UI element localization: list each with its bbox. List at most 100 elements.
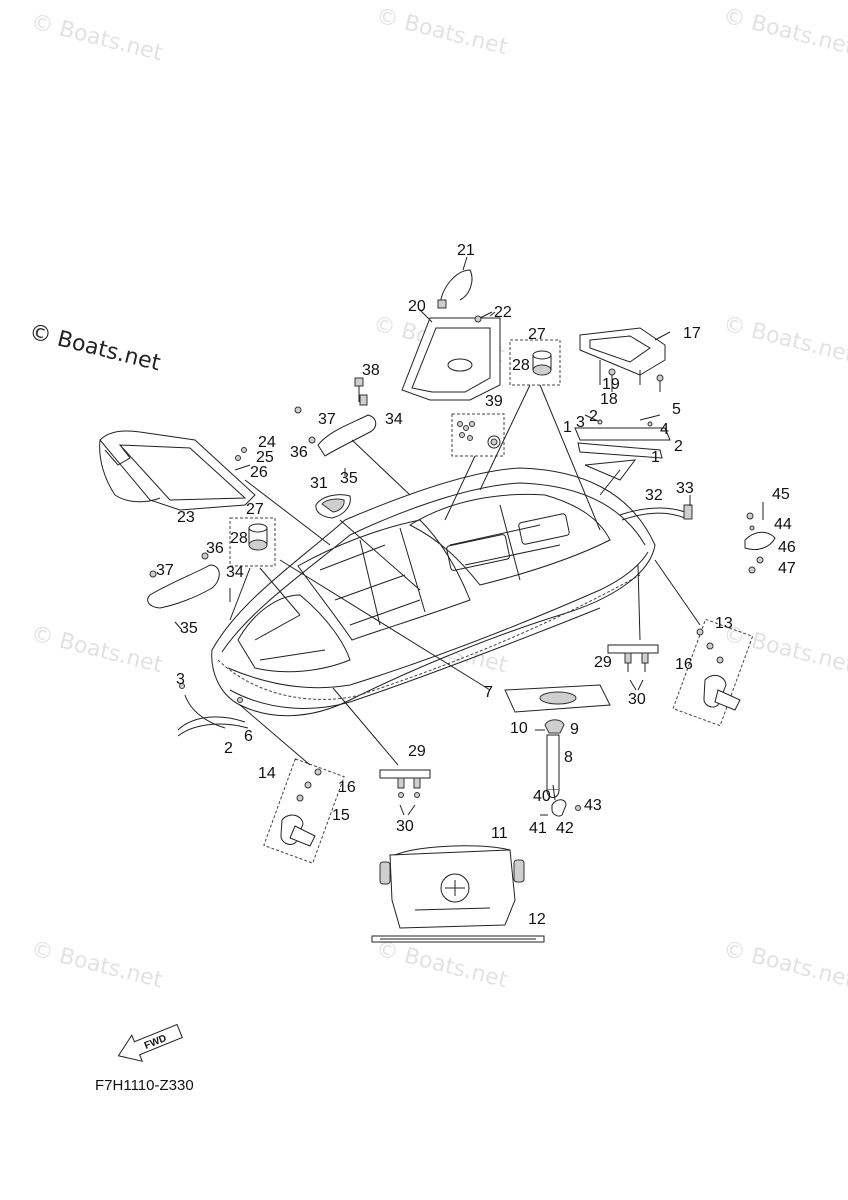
- callout-21: 21: [457, 242, 475, 259]
- part-23-bow-lid: [99, 430, 256, 511]
- callout-46: 46: [778, 539, 796, 556]
- callout-47: 47: [778, 560, 796, 577]
- part-32-hose: [619, 495, 693, 521]
- callout-34: 34: [385, 411, 403, 428]
- callout-1-top: 1: [563, 419, 572, 436]
- callout-31: 31: [310, 475, 328, 492]
- callout-36-left: 36: [206, 540, 224, 557]
- callout-8: 8: [564, 749, 573, 766]
- callout-labels: 21 20 22 27 28 17 19 18 38 37 34 36 35 3…: [156, 242, 796, 928]
- watermark: © Boats.net: [29, 10, 166, 67]
- callout-26: 26: [250, 464, 268, 481]
- callout-24: 24: [258, 434, 276, 451]
- callout-11: 11: [491, 825, 508, 842]
- part-27-cupholder-left: [229, 517, 276, 567]
- part-2-rail-left: [177, 683, 249, 737]
- watermark: © Boats.net: [374, 4, 511, 61]
- part-17-bracket: [579, 327, 666, 392]
- part-11-cooler: [379, 845, 525, 929]
- part-31-mirror: [315, 494, 351, 519]
- callout-39: 39: [485, 393, 503, 410]
- boat-hull: [211, 467, 656, 717]
- callout-35: 35: [340, 470, 358, 487]
- callout-2: 2: [589, 408, 598, 425]
- callout-30-center: 30: [396, 818, 414, 835]
- callout-29-center: 29: [408, 743, 426, 760]
- part-20-storage-lid: [401, 317, 501, 401]
- callout-32: 32: [645, 487, 663, 504]
- callout-22: 22: [494, 304, 512, 321]
- callout-37-left: 37: [156, 562, 174, 579]
- callout-13: 13: [715, 615, 733, 632]
- callout-28: 28: [512, 357, 530, 374]
- part-44-47-fasteners: [744, 502, 776, 574]
- callout-42: 42: [556, 820, 574, 837]
- watermark: © Boats.net: [721, 4, 848, 61]
- diagram-code: F7H1110-Z330: [95, 1077, 194, 1094]
- part-21-harness: [437, 269, 473, 309]
- part-34-grab-handle-upper: [294, 377, 377, 476]
- part-8-pole: [535, 719, 565, 798]
- watermark: © Boats.net: [721, 937, 848, 994]
- callout-38: 38: [362, 362, 380, 379]
- part-12-strap: [371, 935, 545, 943]
- part-29-bracket-right: [607, 644, 659, 672]
- part-39-switch-panel: [451, 413, 505, 457]
- callout-9: 9: [570, 721, 579, 738]
- callout-2-left: 2: [224, 740, 233, 757]
- callout-27: 27: [528, 326, 546, 343]
- watermark: © Boats.net: [721, 622, 848, 679]
- watermark: © Boats.net: [29, 622, 166, 679]
- part-7-deck-plate: [504, 684, 611, 713]
- callout-12: 12: [528, 911, 546, 928]
- watermark: © Boats.net: [374, 937, 511, 994]
- callout-20: 20: [408, 298, 426, 315]
- callout-4: 4: [660, 421, 669, 438]
- part-34-grab-handle-lower: [147, 552, 231, 631]
- callout-18: 18: [600, 391, 618, 408]
- callout-17: 17: [683, 325, 701, 342]
- callout-6: 6: [244, 728, 253, 745]
- watermark: © Boats.net: [721, 312, 848, 369]
- callout-16-right: 16: [675, 656, 693, 673]
- callout-25: 25: [256, 449, 274, 466]
- callout-43: 43: [584, 797, 602, 814]
- callout-44: 44: [774, 516, 792, 533]
- part-14-cleat-left: [263, 758, 345, 864]
- part-40-hook: [540, 799, 581, 817]
- callout-3: 3: [576, 414, 585, 431]
- callout-45: 45: [772, 486, 790, 503]
- callout-28-left: 28: [230, 530, 248, 547]
- fwd-arrow-icon: FWD: [117, 1023, 183, 1062]
- callout-2-right: 2: [674, 438, 683, 455]
- callout-5: 5: [672, 401, 681, 418]
- part-29-bracket-center: [379, 769, 431, 798]
- callout-15: 15: [332, 807, 350, 824]
- callout-35-left: 35: [180, 620, 198, 637]
- watermark: © Boats.net: [29, 937, 166, 994]
- part-13-cleat-right: [672, 618, 754, 727]
- callout-23: 23: [177, 509, 195, 526]
- part-1-2-rail-right: [574, 414, 671, 481]
- callout-19: 19: [602, 376, 620, 393]
- callout-30-right: 30: [628, 691, 646, 708]
- callout-33: 33: [676, 480, 694, 497]
- leader-lines: [229, 256, 701, 816]
- callout-3-left: 3: [176, 671, 185, 688]
- callout-41: 41: [529, 820, 547, 837]
- callout-37: 37: [318, 411, 336, 428]
- callout-14: 14: [258, 765, 276, 782]
- callout-16-left: 16: [338, 779, 356, 796]
- callout-1: 1: [651, 449, 660, 466]
- part-22-screw: [474, 311, 493, 323]
- callout-29-right: 29: [594, 654, 612, 671]
- callout-40: 40: [533, 788, 551, 805]
- part-27-cupholder-top: [509, 339, 561, 386]
- callout-27-left: 27: [246, 501, 264, 518]
- callout-7: 7: [484, 684, 493, 701]
- callout-10: 10: [510, 720, 528, 737]
- fwd-label: FWD: [143, 1033, 168, 1052]
- watermark-main: © Boats.net: [27, 320, 164, 377]
- callout-36: 36: [290, 444, 308, 461]
